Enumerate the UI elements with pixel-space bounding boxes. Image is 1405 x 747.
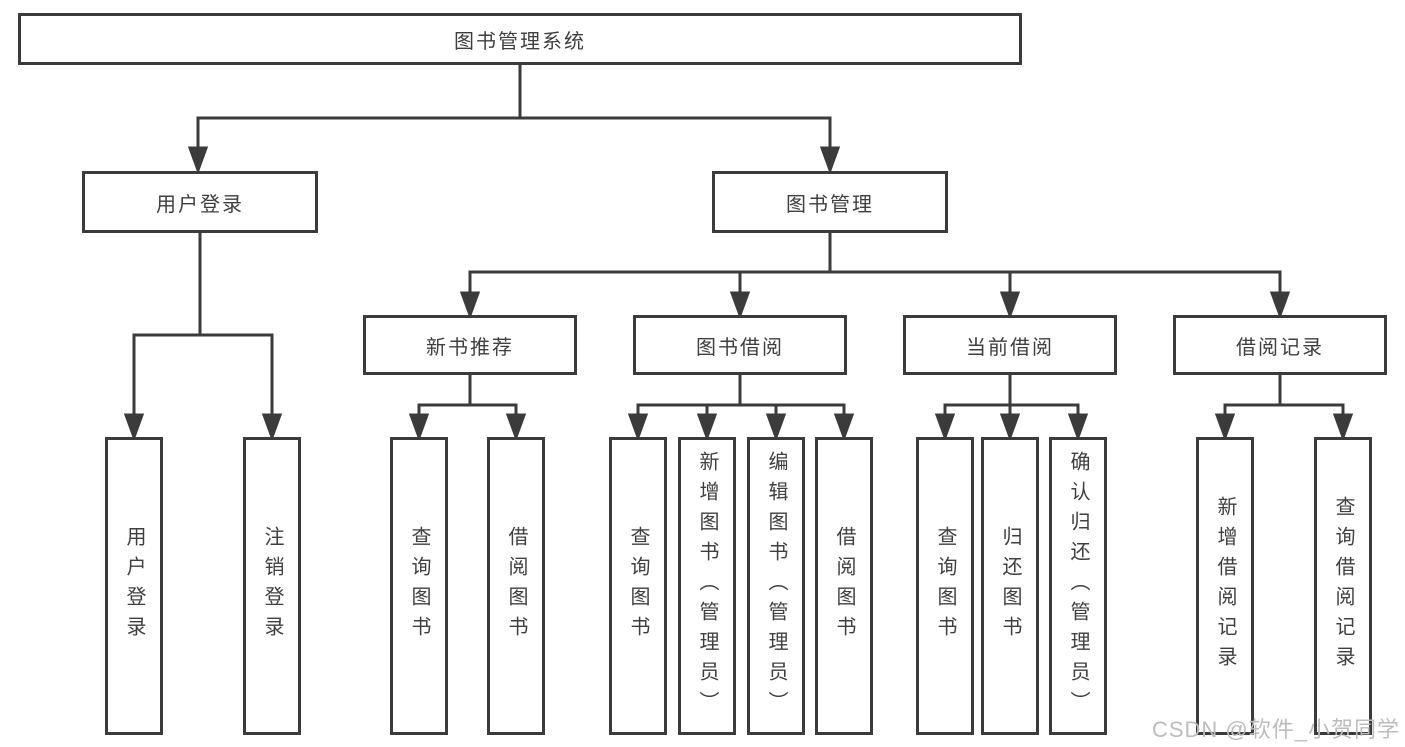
leaf-edit-books-admin: 编辑图书（管理员） [747,437,805,735]
leaf-confirm-return-admin-label: 确认归还（管理员） [1067,451,1089,721]
node-book-management-label: 图书管理 [786,193,874,216]
node-user-login-label: 用户登录 [156,193,244,216]
leaf-user-login-label: 用户登录 [123,526,145,646]
connector-user-login-to-leaves [123,233,283,442]
leaf-return-books-label: 归还图书 [999,526,1021,646]
node-current-borrow: 当前借阅 [903,315,1117,375]
leaf-borrow-books-2-label: 借阅图书 [833,526,855,646]
connector-current-borrow-to-leaves [934,375,1089,442]
leaf-confirm-return-admin: 确认归还（管理员） [1049,437,1107,735]
node-new-book-recommend: 新书推荐 [363,315,577,375]
leaf-logout-label: 注销登录 [261,526,283,646]
node-new-book-recommend-label: 新书推荐 [426,336,514,359]
leaf-query-books-1: 查询图书 [390,437,448,735]
leaf-borrow-books-1-label: 借阅图书 [505,526,527,646]
leaf-query-books-3-label: 查询图书 [934,526,956,646]
node-borrow-records-label: 借阅记录 [1236,336,1324,359]
leaf-return-books: 归还图书 [981,437,1039,735]
leaf-add-books-admin-label: 新增图书（管理员） [696,451,718,721]
leaf-query-books-2-label: 查询图书 [627,526,649,646]
watermark: CSDN @软件_小贺同学 [1151,717,1400,742]
node-user-login: 用户登录 [82,171,318,233]
leaf-query-books-1-label: 查询图书 [408,526,430,646]
leaf-logout: 注销登录 [243,437,301,735]
leaf-user-login: 用户登录 [105,437,163,735]
leaf-add-books-admin: 新增图书（管理员） [678,437,736,735]
node-root: 图书管理系统 [18,13,1022,65]
connector-borrow-records-to-leaves [1214,375,1354,442]
connector-book-borrow-to-leaves [627,375,855,442]
connector-new-book-to-leaves [408,375,527,442]
leaf-query-borrow-record-label: 查询借阅记录 [1332,496,1354,676]
node-current-borrow-label: 当前借阅 [966,336,1054,359]
leaf-add-borrow-record: 新增借阅记录 [1196,437,1254,735]
leaf-edit-books-admin-label: 编辑图书（管理员） [765,451,787,721]
node-root-label: 图书管理系统 [454,30,586,53]
connector-book-management-to-level3 [459,233,1291,320]
leaf-borrow-books-2: 借阅图书 [815,437,873,735]
leaf-query-books-2: 查询图书 [609,437,667,735]
node-book-borrow-label: 图书借阅 [696,336,784,359]
leaf-borrow-books-1: 借阅图书 [487,437,545,735]
node-book-borrow: 图书借阅 [633,315,847,375]
node-book-management: 图书管理 [712,171,948,233]
connector-root-to-level2 [187,65,841,175]
leaf-add-borrow-record-label: 新增借阅记录 [1214,496,1236,676]
node-borrow-records: 借阅记录 [1173,315,1387,375]
leaf-query-borrow-record: 查询借阅记录 [1314,437,1372,735]
leaf-query-books-3: 查询图书 [916,437,974,735]
